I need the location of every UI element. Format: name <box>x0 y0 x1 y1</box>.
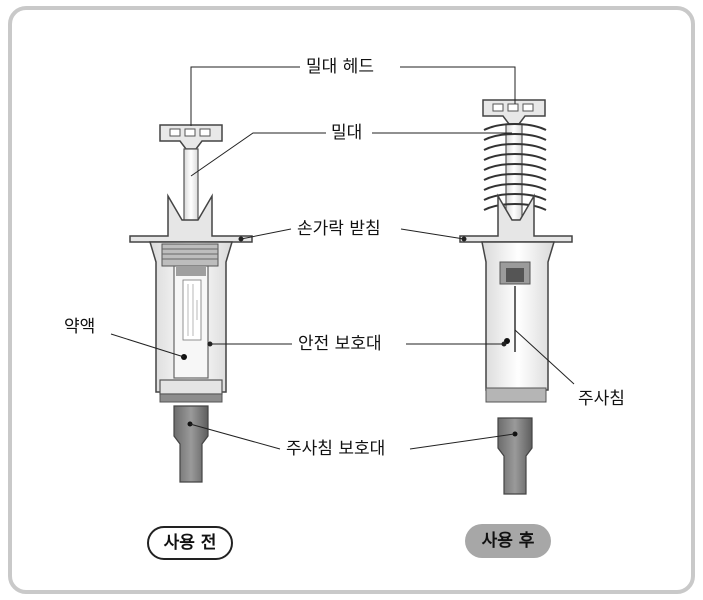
label-needle-cap: 주사침 보호대 <box>282 438 390 460</box>
needle-cap-right <box>497 417 533 495</box>
spring-right <box>483 123 547 211</box>
leader-lines <box>110 66 575 450</box>
label-plunger: 밀대 <box>327 122 367 144</box>
state-after-badge: 사용 후 <box>465 524 551 558</box>
label-plunger-head: 밀대 헤드 <box>302 56 378 78</box>
label-medicine: 약액 <box>60 316 100 338</box>
syringe-after <box>459 99 573 495</box>
figure-frame <box>8 6 695 594</box>
needle-cap-left <box>173 405 209 483</box>
label-safety-guard: 안전 보호대 <box>294 333 386 355</box>
state-before-badge: 사용 전 <box>147 526 233 560</box>
label-finger-grip: 손가락 받침 <box>293 218 385 240</box>
label-needle: 주사침 <box>574 388 629 410</box>
syringe-before <box>129 124 253 483</box>
